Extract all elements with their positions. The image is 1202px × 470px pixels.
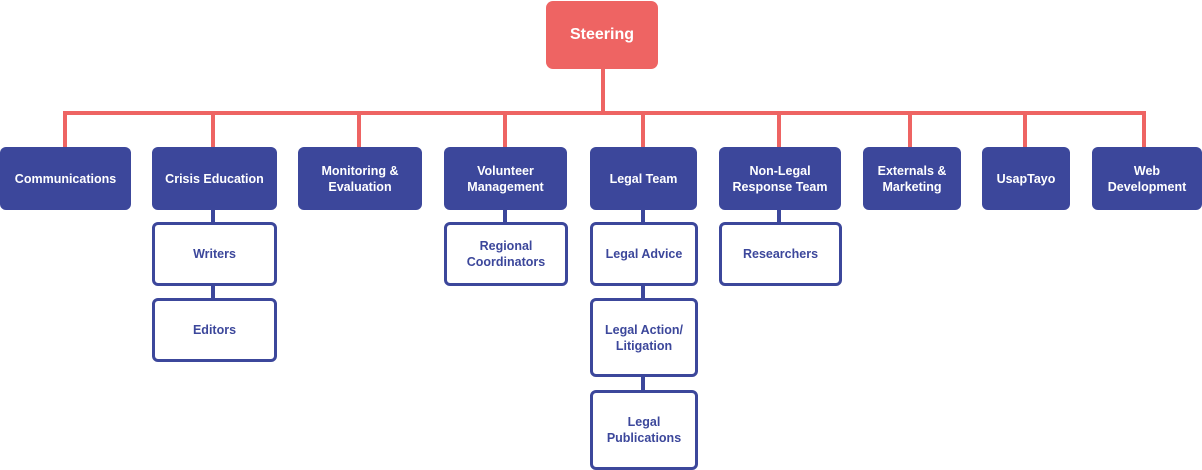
sub-editors: Editors <box>152 298 277 362</box>
dept-legal-team: Legal Team <box>590 147 697 210</box>
dept-externals-marketing: Externals & Marketing <box>863 147 961 210</box>
sub-regional-coordinators: Regional Coordinators <box>444 222 568 286</box>
dept-volunteer-management: Volunteer Management <box>444 147 567 210</box>
sub-legal-advice: Legal Advice <box>590 222 698 286</box>
sub-researchers: Researchers <box>719 222 842 286</box>
dept-communications: Communications <box>0 147 131 210</box>
dept-usaptayo: UsapTayo <box>982 147 1070 210</box>
dept-monitoring-evaluation: Monitoring & Evaluation <box>298 147 422 210</box>
sub-legal-action-litigation: Legal Action/ Litigation <box>590 298 698 377</box>
sub-legal-publications: Legal Publications <box>590 390 698 470</box>
sub-writers: Writers <box>152 222 277 286</box>
steering-node: Steering <box>546 1 658 69</box>
dept-crisis-education: Crisis Education <box>152 147 277 210</box>
dept-web-development: Web Development <box>1092 147 1202 210</box>
dept-non-legal-response-team: Non-Legal Response Team <box>719 147 841 210</box>
